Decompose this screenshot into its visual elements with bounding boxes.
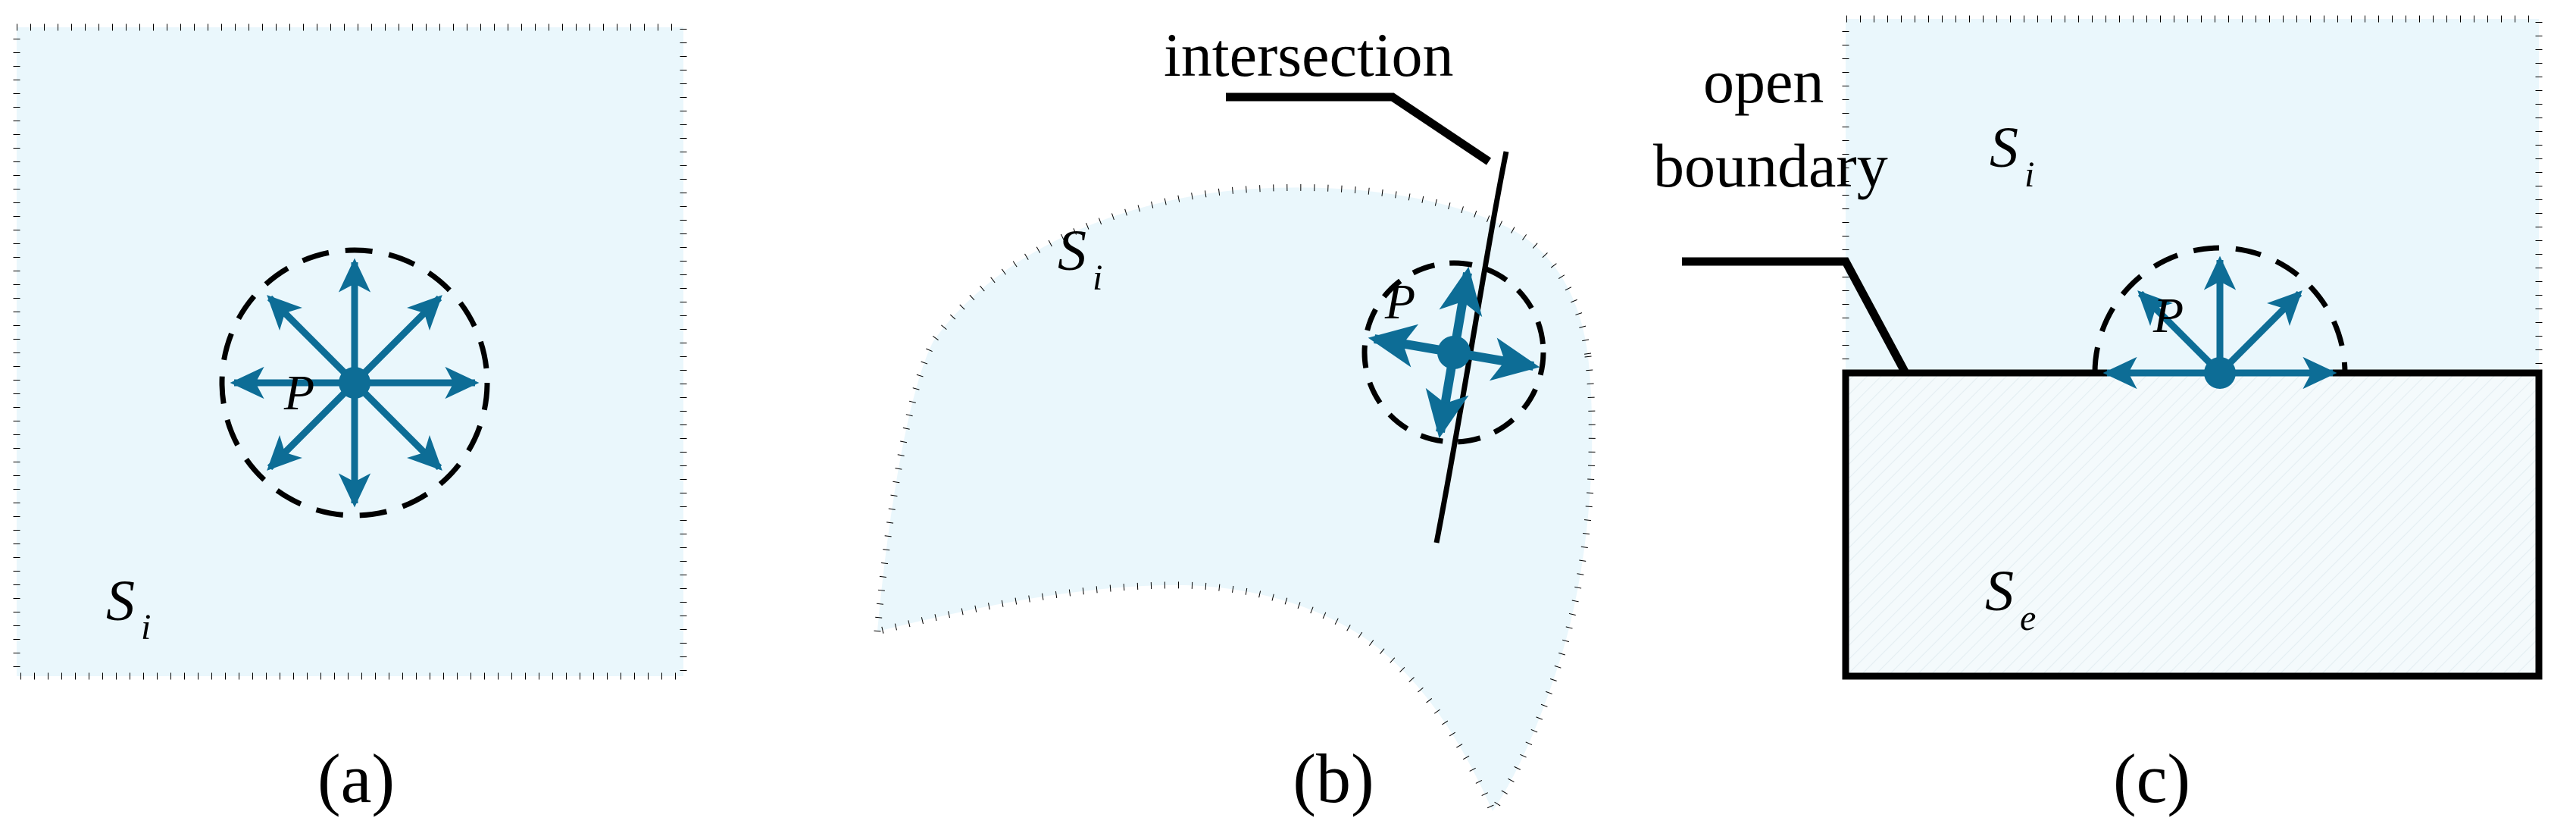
- panel-a-region-label: S: [106, 569, 135, 633]
- panel-c-interior-fill: [1846, 19, 2539, 373]
- panel-c-dashed-semicircle: [2092, 245, 2348, 374]
- panel-b-dashed-circle: [1361, 260, 1546, 445]
- panel-c-callout-leader: [1682, 257, 1909, 375]
- panel-c-region-label-exterior-subscript: e: [2020, 598, 2036, 638]
- panel-b-callout-leader: [1226, 92, 1492, 165]
- panel-c-callout-label-line-1: open: [1703, 47, 1824, 116]
- panel-a-dashed-circle: [219, 247, 490, 518]
- panel-c-caption: (c): [2113, 740, 2190, 817]
- panel-b-intersection-curve: [1433, 151, 1509, 544]
- panel-a-arrow-sw: [267, 380, 358, 471]
- panel-c-arrow-ne: [2217, 290, 2302, 376]
- panel-b-callout-label: intersection: [1164, 20, 1454, 89]
- panel-c-point-dot: [2204, 357, 2236, 389]
- panel-a-arrow-ne: [352, 295, 442, 386]
- panel-c-region-label-exterior: S: [1985, 559, 2014, 623]
- panel-a-point-label: P: [283, 365, 314, 421]
- panel-b-caption: (b): [1293, 740, 1374, 817]
- panel-c-exterior-fill: [1846, 373, 2539, 676]
- panel-b: intersection P S i (b): [874, 20, 1596, 819]
- panel-a-region-label-subscript: i: [141, 607, 151, 647]
- panel-a-caption: (a): [317, 740, 395, 817]
- panel-b-region-label-subscript: i: [1093, 258, 1102, 298]
- panel-a-point-dot: [339, 367, 370, 399]
- panel-c: open boundary P S i S e (c): [1653, 15, 2543, 817]
- panel-c-region-label-interior: S: [1990, 116, 2018, 180]
- panel-b-point-dot: [1437, 336, 1471, 369]
- panel-c-callout-label-line-2: boundary: [1653, 131, 1888, 200]
- panel-b-region-label: S: [1058, 219, 1086, 283]
- panel-b-point-label: P: [1384, 274, 1415, 330]
- panel-c-ray-arrows: [2102, 255, 2337, 390]
- panel-c-region-label-interior-subscript: i: [2024, 155, 2034, 195]
- panel-c-arrow-nw: [2137, 290, 2223, 376]
- panel-a-region-fill: [17, 27, 683, 676]
- panel-c-point-label: P: [2152, 288, 2184, 343]
- panel-a-arrow-nw: [267, 295, 358, 386]
- panel-a-ray-arrows: [230, 258, 480, 508]
- panel-a: P S i (a): [13, 23, 687, 817]
- panel-a-arrow-se: [352, 380, 442, 471]
